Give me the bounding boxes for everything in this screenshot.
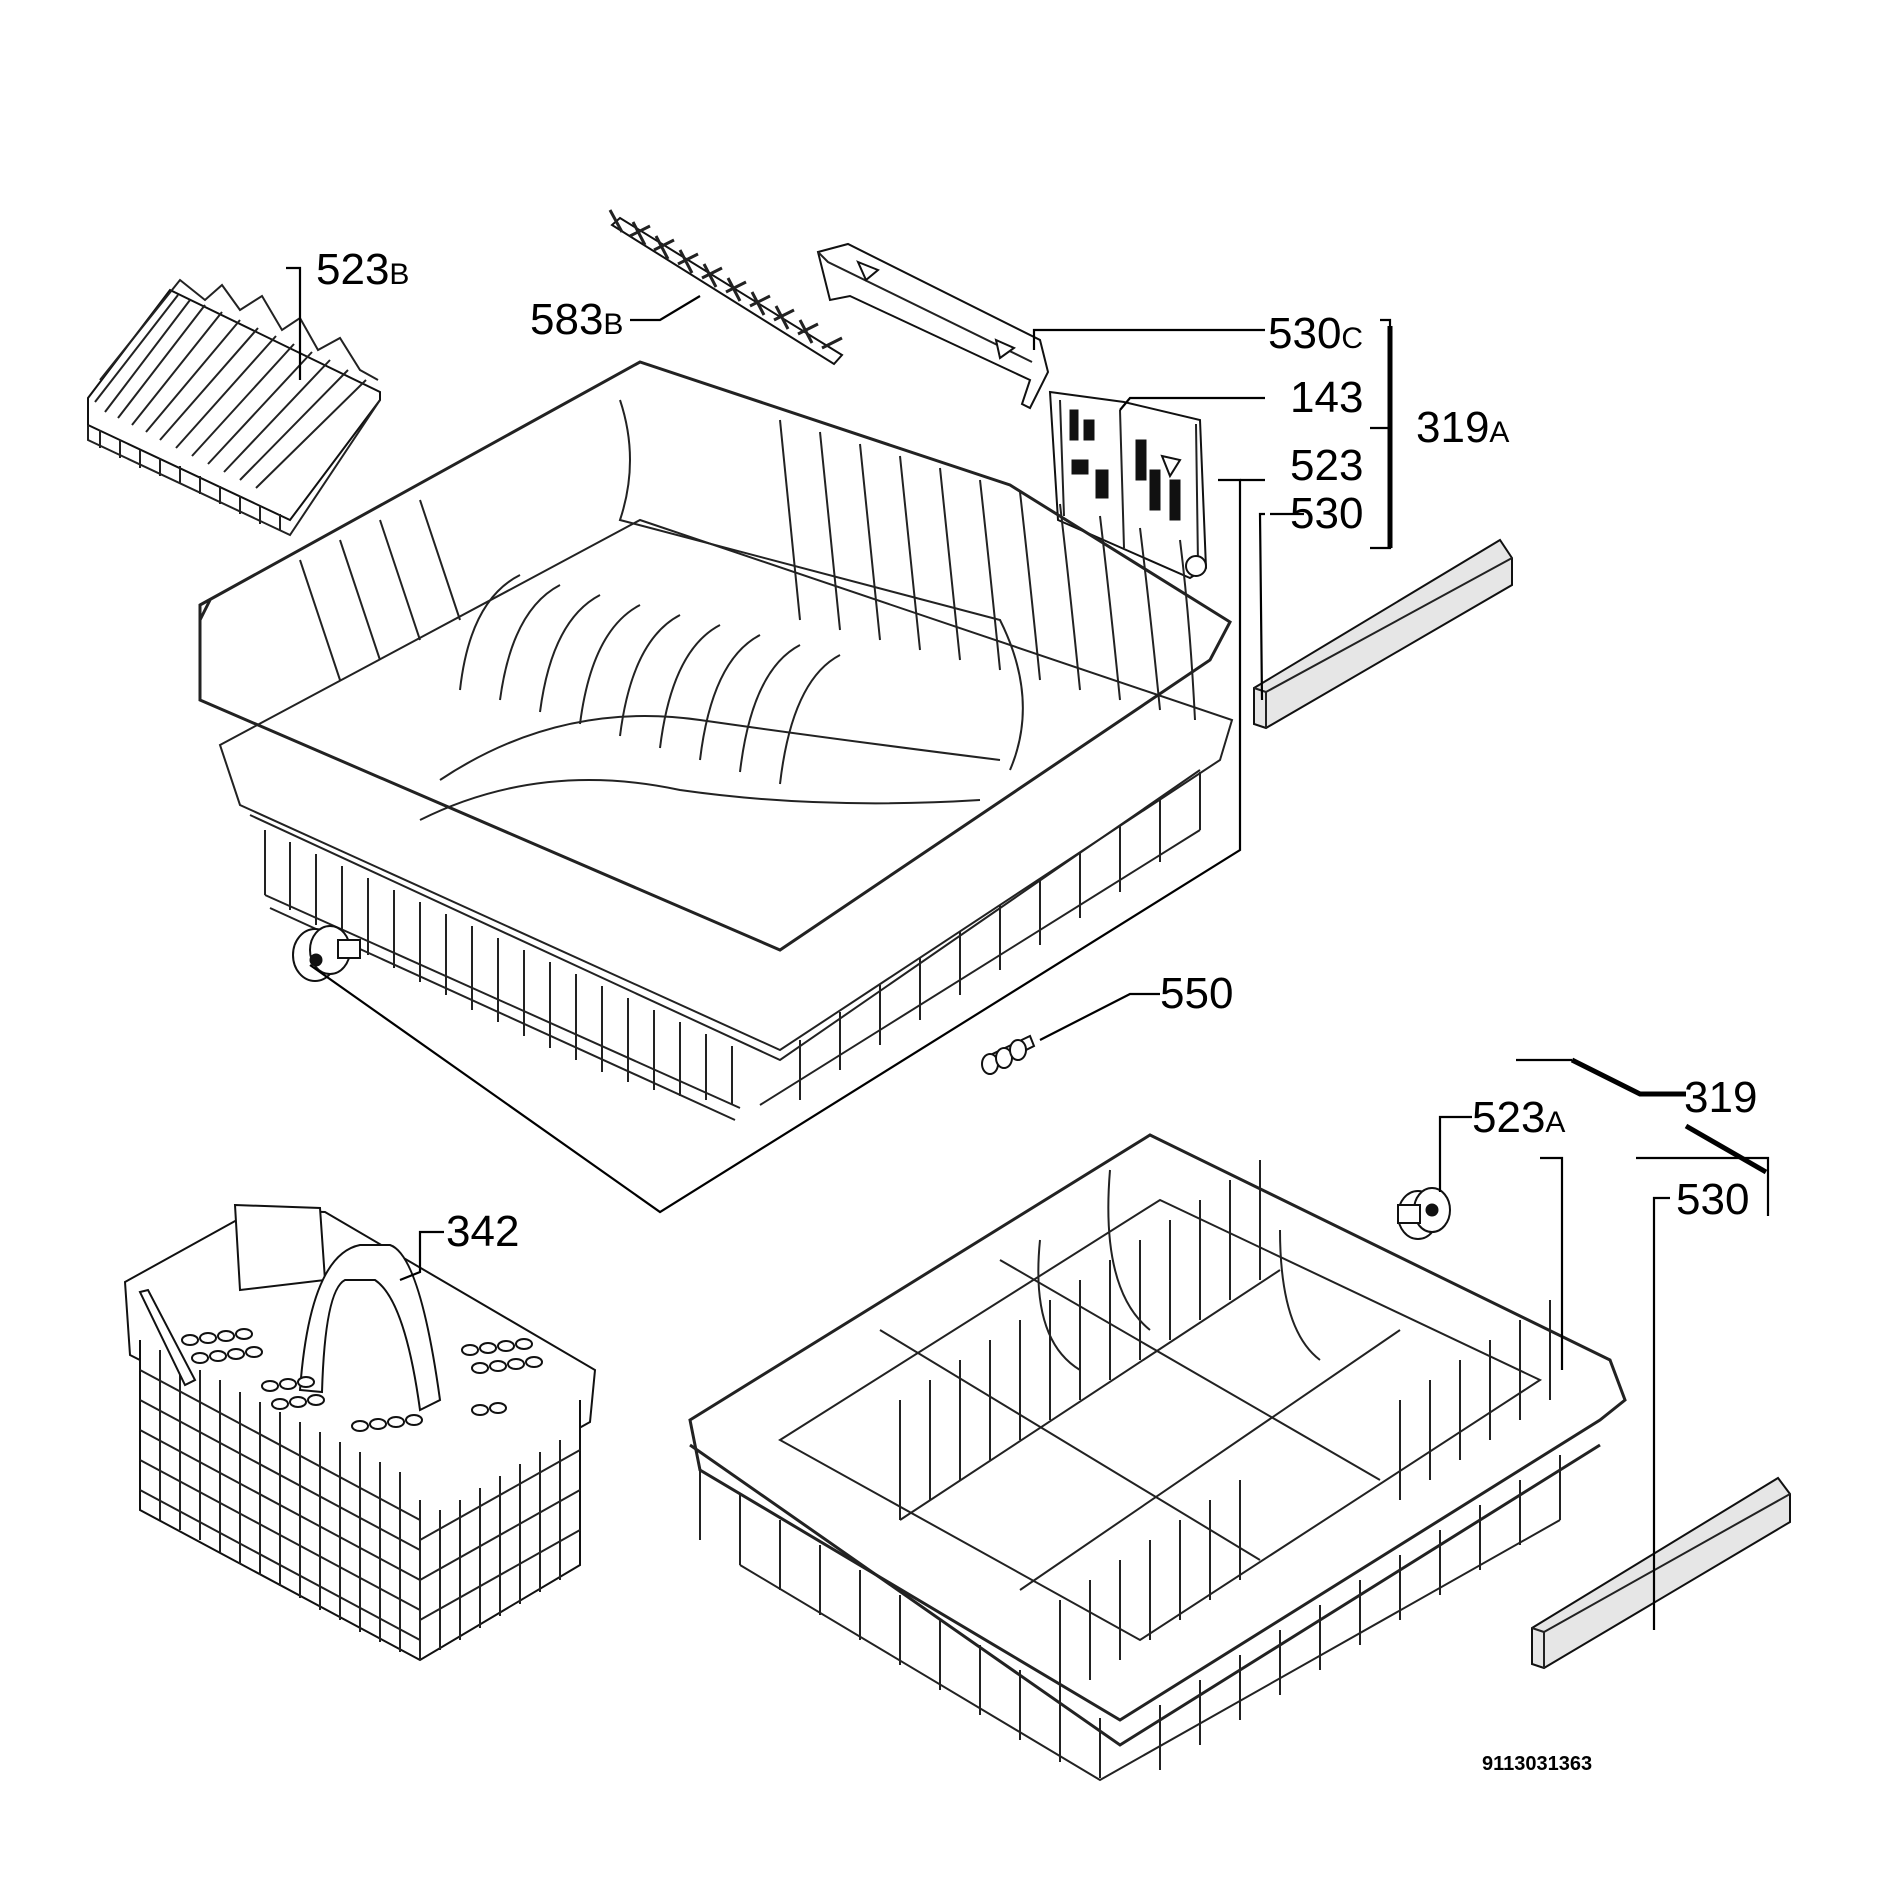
svg-text:530: 530	[1290, 489, 1363, 538]
callout-523a-num: 523	[1472, 1093, 1545, 1142]
callout-319a-suffix: A	[1489, 416, 1509, 449]
callout-523b-num: 523	[316, 245, 389, 294]
svg-text:583B: 583B	[530, 295, 623, 344]
callout-530-upper: 530	[1290, 489, 1363, 538]
part-wheel-upper	[292, 925, 361, 982]
svg-text:530C: 530C	[1268, 309, 1363, 358]
svg-text:523B: 523B	[316, 245, 409, 294]
svg-text:143: 143	[1290, 373, 1363, 422]
callout-550: 550	[1160, 969, 1233, 1018]
callout-319a: 319A	[1416, 403, 1509, 452]
part-550-pin	[981, 1034, 1036, 1075]
callout-319: 319	[1684, 1073, 1757, 1122]
callout-530-lower: 530	[1676, 1175, 1749, 1224]
callout-523b: 523B	[316, 245, 409, 294]
svg-text:530: 530	[1676, 1175, 1749, 1224]
upper-basket	[198, 360, 1234, 1121]
part-530-rail-lower	[1531, 1476, 1791, 1670]
callout-523a-suffix: A	[1545, 1106, 1565, 1139]
callout-523-num: 523	[1290, 441, 1363, 490]
callout-550-num: 550	[1160, 969, 1233, 1018]
part-523b-rack-insert	[87, 278, 381, 537]
callout-143-num: 143	[1290, 373, 1363, 422]
callout-583b-suffix: B	[603, 308, 623, 341]
part-143-rating-plate	[1048, 390, 1208, 580]
lower-basket	[688, 1133, 1627, 1782]
svg-text:523A: 523A	[1472, 1093, 1565, 1142]
callout-319a-num: 319	[1416, 403, 1489, 452]
svg-text:342: 342	[446, 1207, 519, 1256]
callout-530c-num: 530	[1268, 309, 1341, 358]
part-530c-handle	[816, 242, 1050, 410]
callout-342: 342	[446, 1207, 519, 1256]
callout-583b-num: 583	[530, 295, 603, 344]
callout-523a: 523A	[1472, 1093, 1565, 1142]
cutlery-basket-holes	[181, 1328, 543, 1432]
callout-523b-suffix: B	[389, 258, 409, 291]
part-530-rail-upper	[1253, 538, 1513, 730]
callout-319-num: 319	[1684, 1073, 1757, 1122]
callout-583b: 583B	[530, 295, 623, 344]
part-523a-wheel	[1397, 1187, 1451, 1240]
svg-text:319A: 319A	[1416, 403, 1509, 452]
callout-342-num: 342	[446, 1207, 519, 1256]
bold-bracket-marks	[1387, 326, 1768, 1175]
leader-lines	[286, 266, 1770, 1630]
diagram-code: 9113031363	[1482, 1753, 1592, 1775]
svg-text:523: 523	[1290, 441, 1363, 490]
callout-530c: 530C	[1268, 309, 1363, 358]
part-583b-tine-strip	[608, 209, 844, 366]
callout-143: 143	[1290, 373, 1363, 422]
part-342-cutlery-basket	[123, 1203, 597, 1662]
callout-530-lower-num: 530	[1676, 1175, 1749, 1224]
svg-text:319: 319	[1684, 1073, 1757, 1122]
callout-530-upper-num: 530	[1290, 489, 1363, 538]
svg-text:550: 550	[1160, 969, 1233, 1018]
callout-523: 523	[1290, 441, 1363, 490]
callout-530c-suffix: C	[1341, 322, 1363, 355]
